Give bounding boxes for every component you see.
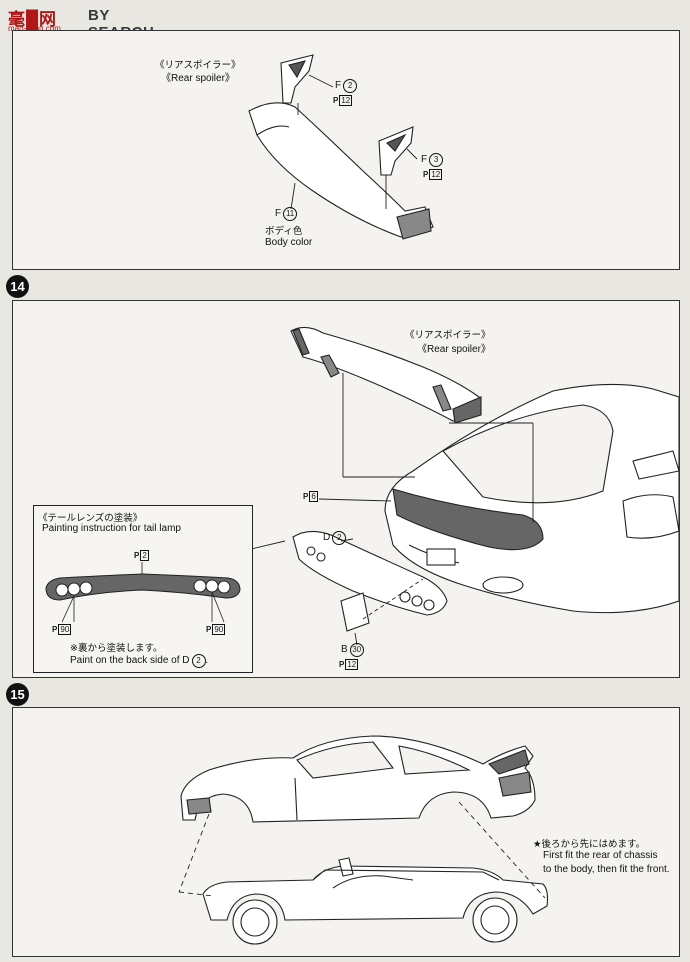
paint-mark: P	[339, 660, 345, 669]
paint-mark: P	[206, 625, 212, 634]
note-en-text: Paint on the back side of D	[70, 655, 190, 666]
step-15-number: 15	[6, 683, 29, 706]
part-number: 2	[332, 531, 347, 545]
paint-number: 6	[309, 491, 318, 502]
tail-lamp-painting-inset: 《テールレンズの塗装》 Painting instruction for tai…	[33, 505, 253, 673]
paint-mark: P	[52, 625, 58, 634]
paint-mark: P	[303, 492, 309, 501]
paint-number: 2	[140, 550, 149, 561]
tail-lamp-drawing	[45, 562, 241, 623]
part-letter: F	[275, 208, 282, 219]
note-en-end: .	[205, 655, 209, 666]
part-letter: D	[323, 532, 331, 543]
rear-spoiler-exploded-drawing	[248, 54, 434, 240]
paint-mark: P	[333, 96, 339, 105]
fit-note-jp: ★後ろから先にはめます。	[533, 839, 646, 850]
body-color-jp: ボディ色	[265, 226, 303, 237]
paint-number: 90	[212, 624, 226, 635]
part-number: 30	[349, 643, 364, 657]
fit-note-en-2: to the body, then fit the front.	[543, 864, 670, 875]
watermark-logo: 毫█网	[8, 10, 58, 29]
inset-title-jp: 《テールレンズの塗装》	[38, 513, 143, 524]
paint-number: 12	[429, 169, 443, 180]
body-color-en: Body color	[265, 237, 313, 248]
body-chassis-fitting-drawing	[178, 735, 549, 945]
part-number: 3	[429, 153, 444, 167]
part-number: 11	[283, 207, 298, 221]
paint-number: 90	[58, 624, 72, 635]
part-letter: F	[421, 154, 428, 165]
car-rear-assembly-drawing	[250, 326, 679, 646]
inset-title-en: Painting instruction for tail lamp	[42, 523, 181, 534]
paint-number: 12	[345, 659, 359, 670]
part-letter: B	[341, 644, 348, 655]
spoiler-label-jp: 《リアスポイラー》	[405, 330, 491, 341]
note-part-number: 2	[191, 654, 206, 668]
inset-note-jp: ※裏から塗装します。	[70, 643, 163, 654]
spoiler-label-jp: 《リアスポイラー》	[155, 60, 241, 71]
spoiler-label-en: 《Rear spoiler》	[161, 73, 235, 84]
part-number: 2	[343, 79, 358, 93]
fit-note-en-1: First fit the rear of chassis	[543, 850, 658, 861]
paint-number: 12	[339, 95, 353, 106]
paint-mark: P	[134, 551, 140, 560]
watermark-url: mao-shou.com	[8, 24, 61, 33]
step-14-number: 14	[6, 275, 29, 298]
part-letter: F	[335, 80, 342, 91]
spoiler-label-en: 《Rear spoiler》	[417, 344, 491, 355]
paint-mark: P	[423, 170, 429, 179]
step-15-panel: ★後ろから先にはめます。 First fit the rear of chass…	[12, 707, 680, 957]
